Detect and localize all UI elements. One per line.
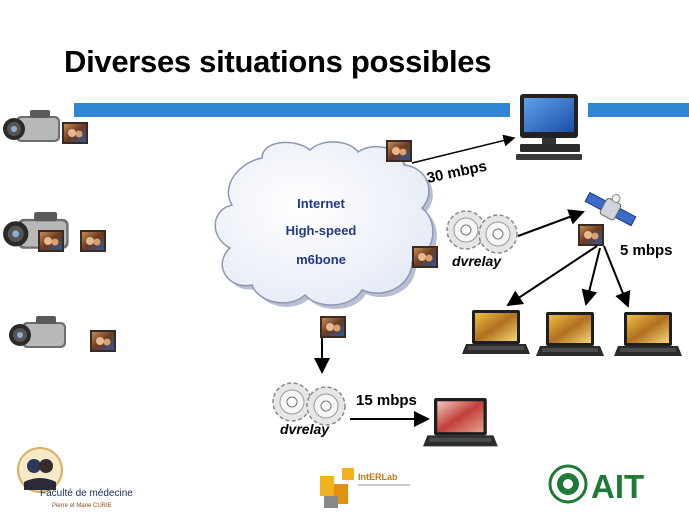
- cloud-label-high-speed: High-speed: [286, 223, 357, 238]
- video-thumbnail-icon: [320, 316, 346, 338]
- relay-label-lower: dvrelay: [280, 421, 330, 437]
- video-thumbnail-icon: [62, 122, 88, 144]
- gear-icon: [478, 214, 518, 254]
- interlab-logo-text: IntERLab: [358, 472, 398, 482]
- gear-icon: [272, 382, 312, 422]
- link-arrow-desktop: [411, 134, 516, 164]
- cloud-icon: [214, 141, 437, 310]
- laptop-icon: [462, 310, 530, 354]
- satellite-icon: [584, 191, 637, 227]
- relay-label-upper: dvrelay: [452, 253, 502, 269]
- gear-icon: [446, 210, 486, 250]
- slide-title: Diverses situations possibles: [64, 44, 492, 79]
- link-arrow-satellite: [517, 209, 585, 237]
- cloud-label-m6bone: m6bone: [296, 252, 346, 267]
- video-thumbnail-icon: [578, 224, 604, 246]
- desktop-monitor-icon: [516, 94, 582, 160]
- faculty-logo: Faculté de médecine Pierre et Marie CURI…: [17, 447, 133, 509]
- rate-label-30: 30 mbps: [425, 158, 488, 187]
- ait-logo: AIT: [548, 464, 644, 505]
- video-thumbnail-icon: [38, 230, 64, 252]
- link-arrow-laptop-2: [581, 247, 601, 306]
- rate-label-15: 15 mbps: [356, 392, 417, 409]
- laptop-icon: [536, 312, 604, 356]
- rate-label-5: 5 mbps: [620, 242, 673, 259]
- camcorder-icon: [9, 316, 66, 348]
- cloud-label-internet: Internet: [297, 196, 345, 211]
- laptop-icon: [423, 398, 498, 447]
- title-bar-left: [74, 103, 510, 117]
- title-bar-right: [588, 103, 689, 117]
- faculty-logo-name: Faculté de médecine: [40, 488, 133, 499]
- faculty-logo-sub: Pierre et Marie CURIE: [52, 503, 112, 509]
- video-thumbnail-icon: [386, 140, 412, 162]
- ait-logo-text: AIT: [591, 468, 644, 505]
- video-thumbnail-icon: [90, 330, 116, 352]
- link-arrow-laptop-3: [603, 245, 631, 308]
- video-thumbnail-icon: [80, 230, 106, 252]
- interlab-logo: IntERLab: [320, 468, 410, 508]
- camcorder-icon: [3, 110, 60, 142]
- gear-icon: [306, 386, 346, 426]
- video-thumbnail-icon: [412, 246, 438, 268]
- laptop-icon: [614, 312, 682, 356]
- link-arrow-laptop-1: [506, 245, 598, 307]
